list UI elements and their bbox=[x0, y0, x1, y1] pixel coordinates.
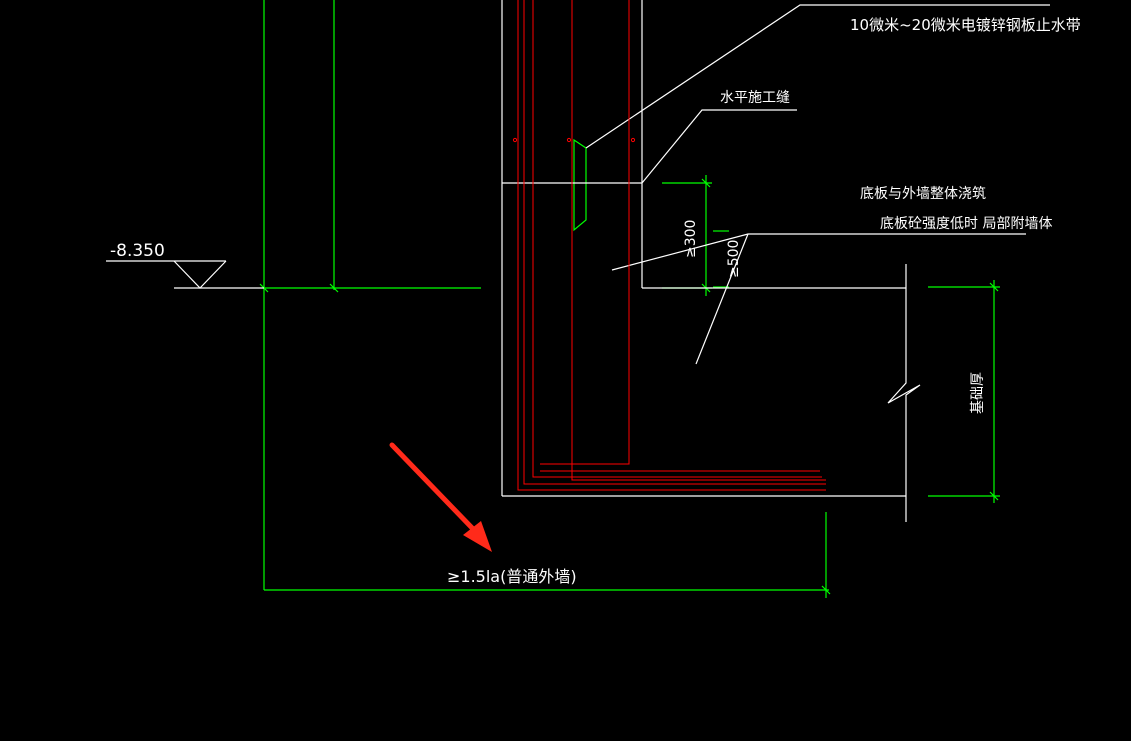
rebar-dot bbox=[566, 137, 572, 143]
dim-500-label: ≥500 bbox=[726, 240, 742, 278]
waterstop-plate bbox=[573, 138, 587, 232]
annotations: 10微米~20微米电镀锌钢板止水带 水平施工缝 底板与外墙整体浇筑 底板砼强度低… bbox=[110, 16, 1081, 586]
concrete-outline bbox=[106, 0, 1050, 522]
elevation-label: -8.350 bbox=[110, 241, 165, 261]
tick-mark bbox=[989, 282, 999, 292]
rebar-lines bbox=[512, 0, 826, 491]
tick-mark bbox=[329, 283, 339, 293]
joint-leader bbox=[641, 109, 797, 184]
waterstop-leader bbox=[585, 4, 1050, 149]
red-arrow-icon bbox=[389, 442, 492, 552]
slab-thickness-label: 基础厚 bbox=[969, 372, 986, 414]
dimension-lines bbox=[259, 0, 1000, 598]
inner-rebar-hook bbox=[540, 0, 630, 465]
arrow-shaft bbox=[389, 442, 479, 535]
tick-mark bbox=[989, 491, 999, 501]
strength-leader bbox=[611, 233, 1026, 271]
anchorage-label: ≥1.5la(普通外墙) bbox=[447, 567, 577, 586]
break-line bbox=[887, 264, 921, 522]
tick-mark bbox=[701, 178, 711, 188]
rebar-dot bbox=[512, 137, 518, 143]
waterstop-note: 10微米~20微米电镀锌钢板止水带 bbox=[850, 16, 1081, 34]
outer-rebar-2 bbox=[523, 0, 826, 485]
construction-joint-note: 水平施工缝 bbox=[720, 90, 790, 106]
elevation-triangle bbox=[173, 260, 227, 289]
outer-rebar bbox=[517, 0, 826, 491]
rebar-dot bbox=[630, 137, 636, 143]
strength-note: 底板砼强度低时 局部附墙体 bbox=[880, 216, 1052, 232]
arrow-head bbox=[463, 521, 492, 552]
tick-mark bbox=[821, 585, 831, 595]
middle-rebar bbox=[532, 0, 822, 478]
inner-rebar bbox=[571, 0, 826, 481]
pour-together-note: 底板与外墙整体浇筑 bbox=[860, 186, 986, 202]
diagonal-hatch-line bbox=[695, 233, 749, 365]
dim-300-label: ≥300 bbox=[683, 220, 699, 258]
